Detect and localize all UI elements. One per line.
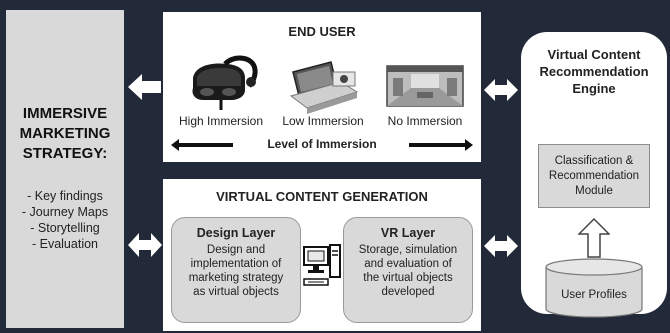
- strategy-item: - Key findings: [27, 189, 103, 203]
- engine-title: Virtual Content Recommendation Engine: [521, 46, 667, 97]
- design-layer-title: Design Layer: [196, 226, 276, 240]
- end-user-panel: END USER: [163, 12, 481, 162]
- module-line: Recommendation: [548, 170, 640, 182]
- strategy-list: - Key findings - Journey Maps - Storytel…: [6, 188, 124, 252]
- level-double-arrow-icon: [171, 139, 473, 151]
- module-line: Classification &: [554, 155, 634, 167]
- strategy-item: - Storytelling: [30, 221, 100, 235]
- desktop-computer-icon: [303, 244, 341, 286]
- device-label-no: No Immersion: [387, 114, 463, 128]
- user-profiles-database-icon: User Profiles: [545, 258, 643, 318]
- design-layer-line: as virtual objects: [193, 286, 279, 298]
- vr-layer-box: VR Layer Storage, simulation and evaluat…: [343, 217, 473, 323]
- generation-title: VIRTUAL CONTENT GENERATION: [216, 189, 428, 204]
- engine-title-line: Engine: [572, 81, 616, 96]
- design-layer-line: Design and: [206, 244, 266, 256]
- double-arrow-icon: [128, 233, 162, 257]
- vr-layer-title: VR Layer: [380, 226, 436, 240]
- vr-layer-line: developed: [381, 286, 435, 298]
- module-line: Module: [575, 185, 613, 197]
- strategy-title: IMMERSIVE MARKETING STRATEGY:: [6, 104, 124, 164]
- strategy-item: - Journey Maps: [21, 205, 109, 219]
- vr-layer-line: the virtual objects: [363, 272, 453, 284]
- design-layer-desc: Design and implementation of marketing s…: [172, 243, 300, 299]
- left-arrow-icon: [128, 74, 161, 100]
- vr-headset-icon: [192, 55, 258, 110]
- level-of-immersion-label: Level of Immersion: [267, 137, 377, 151]
- device-label-high: High Immersion: [178, 114, 264, 128]
- vr-layer-line: Storage, simulation: [358, 244, 458, 256]
- design-layer-line: implementation of: [190, 258, 282, 270]
- level-of-immersion-row: Level of Immersion: [163, 137, 481, 153]
- end-user-title: END USER: [288, 24, 356, 39]
- design-layer-box: Design Layer Design and implementation o…: [171, 217, 301, 323]
- up-arrow-icon: [578, 218, 610, 258]
- device-label-low: Low Immersion: [282, 114, 364, 128]
- strategy-title-line: MARKETING: [19, 125, 111, 142]
- design-layer-line: marketing strategy: [188, 272, 284, 284]
- tablet-device-icon: [289, 61, 359, 114]
- double-arrow-icon: [484, 235, 518, 257]
- room-screenshot-icon: [386, 65, 464, 107]
- vr-layer-line: and evaluation of: [364, 258, 452, 270]
- user-profiles-label: User Profiles: [561, 289, 627, 301]
- classification-module-box: Classification & Recommendation Module: [538, 144, 650, 208]
- engine-title-line: Recommendation: [539, 64, 649, 79]
- virtual-content-generation-panel: VIRTUAL CONTENT GENERATION Design Layer …: [163, 179, 481, 331]
- marketing-strategy-panel: IMMERSIVE MARKETING STRATEGY: - Key find…: [6, 10, 124, 328]
- strategy-title-line: STRATEGY:: [22, 145, 108, 162]
- double-arrow-icon: [484, 79, 518, 101]
- strategy-title-line: IMMERSIVE: [22, 105, 108, 122]
- engine-title-line: Virtual Content: [547, 47, 641, 62]
- recommendation-engine-panel: Virtual Content Recommendation Engine Cl…: [521, 32, 667, 318]
- vr-layer-desc: Storage, simulation and evaluation of th…: [344, 243, 472, 299]
- strategy-item: - Evaluation: [31, 237, 98, 251]
